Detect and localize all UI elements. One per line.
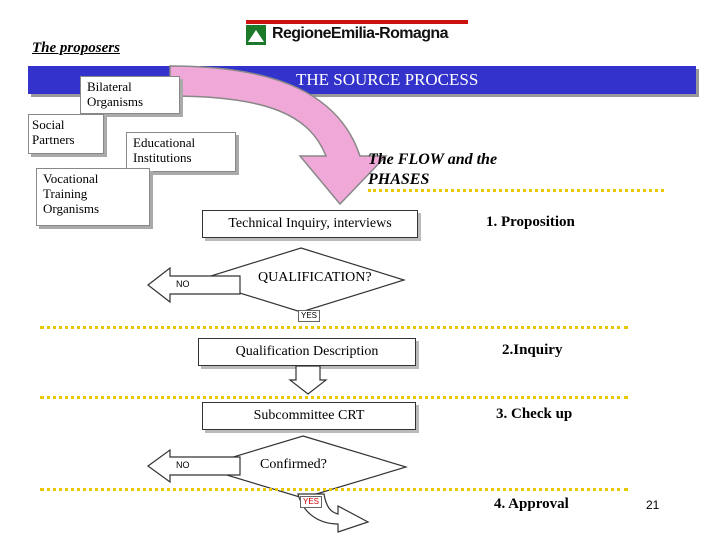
- no-label-1: NO: [176, 279, 190, 289]
- region-logo: RegioneEmilia-Romagna: [246, 18, 468, 48]
- phase-approval: 4. Approval: [494, 496, 569, 512]
- no-arrow-icon: [147, 266, 241, 304]
- page-number: 21: [646, 498, 660, 512]
- down-arrow-icon: [288, 366, 328, 395]
- technical-inquiry-label: Technical Inquiry, interviews: [228, 216, 392, 231]
- proposer-vocational-label: Vocational Training Organisms: [43, 171, 100, 216]
- yes-tag-1: YES: [298, 310, 321, 322]
- proposer-vocational-training: Vocational Training Organisms: [36, 168, 150, 226]
- subcommittee-box: Subcommittee CRT: [202, 402, 416, 430]
- phase-check-up: 3. Check up: [496, 406, 573, 422]
- flow-title: The FLOW and the PHASES: [368, 151, 498, 188]
- confirmed-question: Confirmed?: [260, 457, 327, 472]
- divider-line-3: [40, 396, 628, 399]
- divider-line-1: [368, 189, 664, 192]
- proposer-educational-institutions: Educational Institutions: [126, 132, 236, 172]
- proposer-bilateral-label: Bilateral Organisms: [87, 79, 144, 109]
- no-arrow-icon: [146, 448, 241, 484]
- yes-tag-2: YES: [300, 496, 323, 508]
- proposer-social-partners: Social Partners: [28, 114, 104, 154]
- qualification-question: QUALIFICATION?: [258, 270, 372, 285]
- proposer-educational-label: Educational Institutions: [133, 135, 196, 165]
- subcommittee-label: Subcommittee CRT: [253, 408, 365, 423]
- divider-line-4: [40, 488, 628, 491]
- curved-arrow-icon: [169, 65, 388, 206]
- banner-title: THE SOURCE PROCESS: [296, 70, 479, 89]
- qualification-description-box: Qualification Description: [198, 338, 416, 366]
- divider-line-2: [40, 326, 628, 329]
- no-label-2: NO: [176, 460, 190, 470]
- logo-text: RegioneEmilia-Romagna: [272, 25, 448, 42]
- phase-inquiry: 2.Inquiry: [502, 342, 563, 358]
- proposer-social-label: Social Partners: [32, 117, 75, 147]
- phase-proposition: 1. Proposition: [486, 214, 575, 230]
- technical-inquiry-box: Technical Inquiry, interviews: [202, 210, 418, 238]
- qualification-description-label: Qualification Description: [235, 344, 379, 359]
- region-logo-icon: [246, 20, 468, 45]
- proposer-bilateral-organisms: Bilateral Organisms: [80, 76, 180, 114]
- proposers-heading: The proposers: [32, 40, 120, 56]
